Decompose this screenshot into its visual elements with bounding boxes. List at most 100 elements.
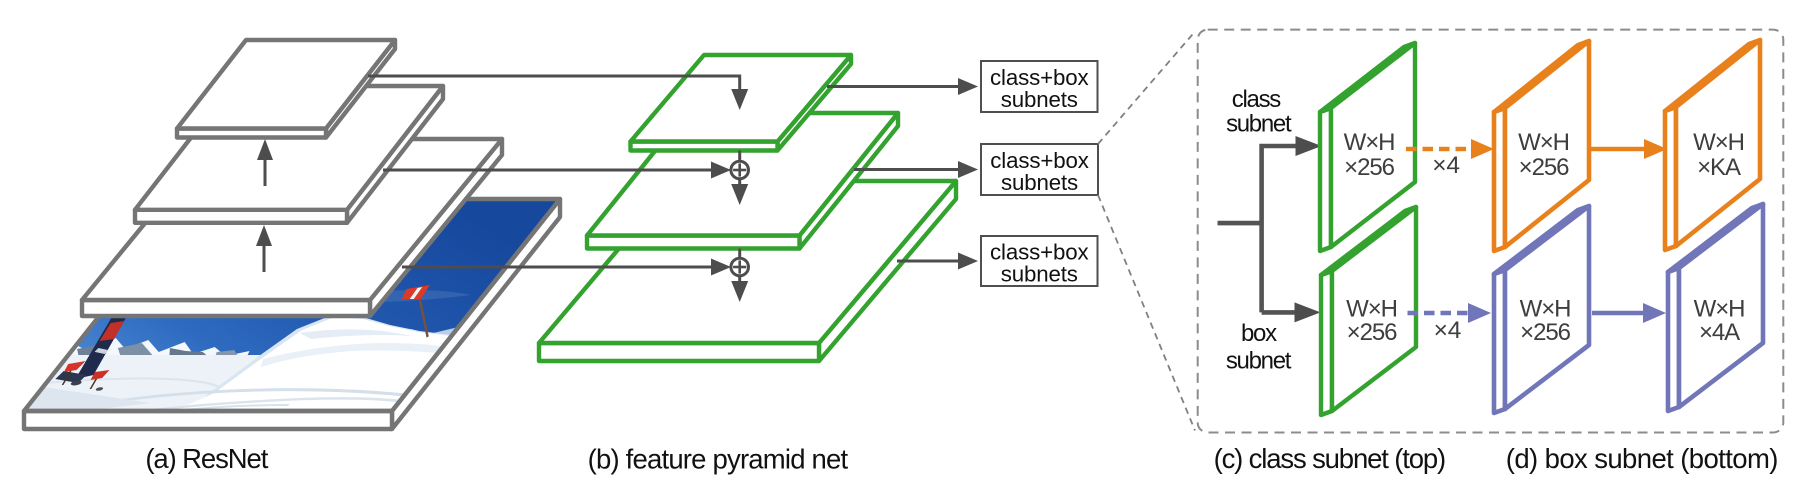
subnet-arrow-2: [854, 161, 978, 178]
caption-a: (a) ResNet: [145, 443, 268, 474]
class-out-text-line2: ×KA: [1697, 154, 1741, 181]
class-out-text-line1: W×H: [1693, 129, 1744, 156]
subnet-box-1-line1: class+box: [990, 65, 1088, 90]
box-subnet-label-line2: subnet: [1226, 348, 1292, 375]
class-x4-arrow: [1406, 139, 1494, 159]
class-out-text: W×H×KA: [1693, 129, 1745, 181]
arrowhead: [731, 184, 749, 205]
arrowhead: [256, 225, 272, 246]
arrowhead: [1471, 139, 1494, 159]
photo-banner-mark: [94, 347, 109, 355]
arrowhead: [711, 258, 731, 276]
photo-track: [143, 397, 402, 411]
arrowhead: [1294, 302, 1321, 323]
box-in-text: W×H×256: [1346, 295, 1398, 346]
arrowhead: [731, 89, 749, 110]
subnet-box-3-line2: subnets: [1001, 261, 1078, 286]
zoom-connector-line: [1097, 194, 1196, 431]
lateral-connection-mid: [383, 161, 731, 179]
class-conv-mid-plate: [1491, 38, 1592, 254]
resnet-image-slab: [21, 196, 563, 432]
subnet-box-3-rect: [980, 235, 1099, 287]
class-in-text: W×H×256: [1344, 129, 1396, 181]
photo-fg-shadow: [24, 387, 151, 411]
resnet-slab-c5-top-face: [174, 37, 398, 131]
arrowhead: [1643, 303, 1666, 323]
topdown-arrow-1: [731, 178, 749, 205]
subnet-box-1-line2: subnets: [1001, 87, 1078, 112]
box-conv-out-plate-front-face: [1676, 201, 1766, 410]
class-conv-in-plate: [1317, 40, 1418, 254]
subnet-box-1-rect: [980, 60, 1099, 113]
class-in-text-line2: ×256: [1344, 154, 1394, 181]
fpn-slab-p3-front-face: [536, 340, 822, 364]
caption-c: (c) class subnet (top): [1214, 443, 1445, 474]
box-conv-out-plate: [1665, 201, 1766, 414]
photo-banner-base: [55, 371, 87, 383]
resnet-image-slab-front-face: [21, 408, 395, 432]
photo-snow-mound: [173, 317, 452, 411]
photo-windsock-stripe: [409, 287, 423, 299]
photo-figure: [95, 387, 104, 391]
resnet-up-arrow-2: [256, 225, 272, 272]
box-mid-text: W×H×256: [1520, 295, 1572, 346]
box-x4-arrow: [1407, 303, 1491, 323]
subnet-arrow-1: [827, 78, 978, 95]
class-conv-in-plate-front-face: [1328, 40, 1418, 250]
arrowhead: [257, 139, 273, 160]
box-conv-mid-plate-front-face: [1502, 203, 1592, 412]
class-mid-text-line2: ×256: [1519, 154, 1569, 181]
arrowhead: [711, 161, 731, 179]
box-conv-in-plate-front-face: [1329, 204, 1419, 414]
photo-mound-contour: [260, 343, 443, 367]
panel-branch-lines: [1217, 136, 1322, 323]
photo-gate-flag: [90, 370, 110, 380]
box-out-text-line1: W×H: [1694, 295, 1745, 322]
branch-line: [1217, 143, 1296, 315]
class-conv-mid-plate-front-face: [1502, 38, 1592, 250]
photo-rock: [117, 343, 153, 357]
box-mid-text-line2: ×256: [1520, 319, 1570, 346]
lateral-connection-bot: [402, 258, 731, 276]
photo-gate-flag: [63, 361, 86, 372]
class-mid-text-line1: W×H: [1518, 129, 1569, 156]
subnet-box-3-line1: class+box: [990, 240, 1088, 265]
box-subnet-label-line1: box: [1241, 320, 1277, 347]
class-x4-label: ×4: [1432, 152, 1460, 179]
box-conv-mid-plate: [1491, 203, 1592, 416]
subnet-box-2-line2: subnets: [1001, 170, 1078, 195]
class-subnet-label-line2: subnet: [1226, 111, 1292, 138]
arrowhead: [1644, 139, 1667, 159]
caption-d: (d) box subnet (bottom): [1506, 443, 1778, 474]
resnet-slab-c3-front-face: [79, 297, 373, 319]
subnet-arrow-3: [897, 252, 978, 270]
class-subnet-label-line1: class: [1232, 86, 1281, 113]
arrowhead: [1295, 136, 1322, 156]
photo-windsock-pole: [418, 298, 429, 338]
arrowhead: [958, 252, 978, 270]
subnet-box-2-rect: [980, 143, 1099, 196]
resnet-up-arrow-1: [257, 139, 273, 186]
box-out-text-line2: ×4A: [1699, 319, 1740, 346]
topdown-arrow-2: [731, 275, 749, 302]
zoom-connector-line: [1097, 30, 1196, 145]
lateral-connection-top: [368, 74, 749, 110]
photo-mound-contour: [299, 329, 414, 339]
box-in-text-line1: W×H: [1346, 295, 1397, 322]
box-out-text: W×H×4A: [1694, 295, 1746, 346]
connector-line: [368, 74, 742, 90]
merge-oplus-2: [729, 256, 751, 278]
merge-oplus-1: [729, 159, 751, 181]
box-mid-text-line1: W×H: [1520, 295, 1571, 322]
subnet-box-2-line1: class+box: [990, 148, 1088, 173]
zoom-connector-lines: [1097, 30, 1196, 431]
photo-banner-red: [99, 321, 125, 341]
photo-figure: [70, 380, 82, 386]
caption-b: (b) feature pyramid net: [588, 444, 849, 475]
